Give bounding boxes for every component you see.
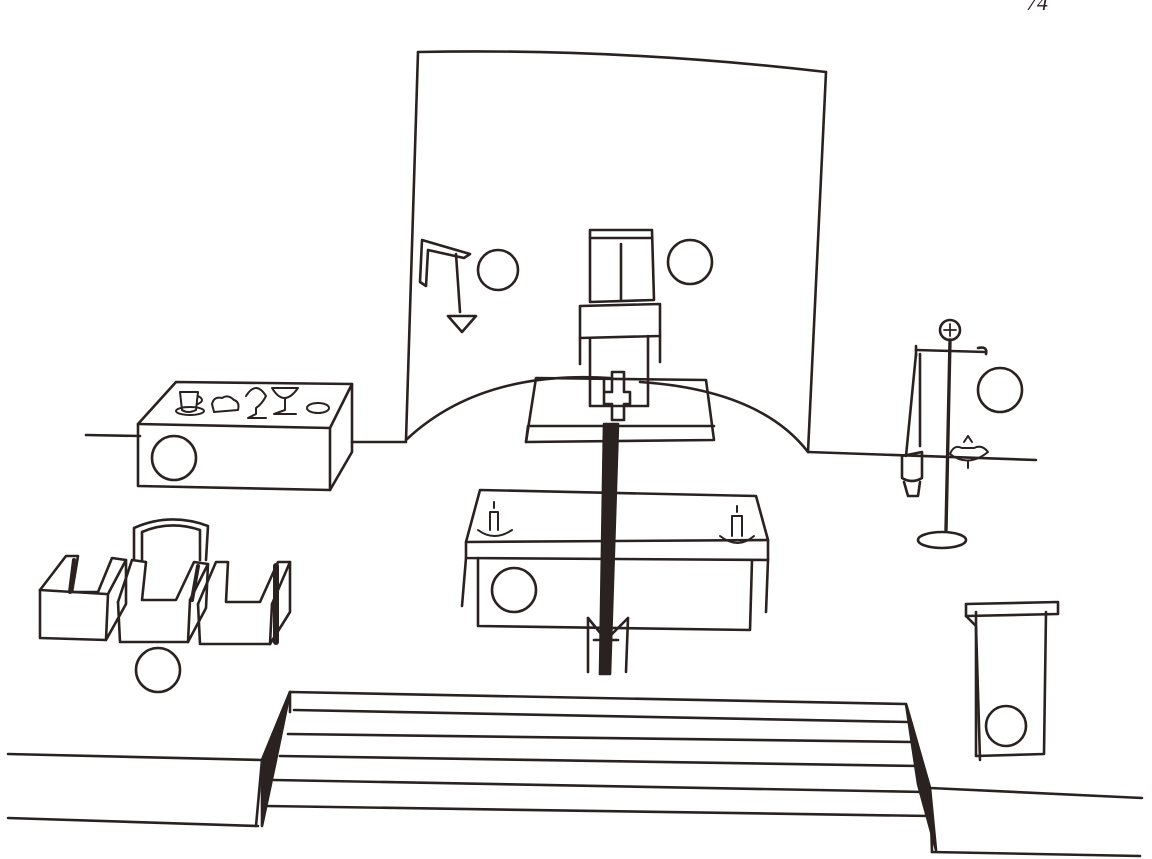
location-marker <box>134 646 182 694</box>
back-wall <box>84 50 1038 462</box>
thurible-stand <box>900 318 1024 550</box>
location-marker <box>476 248 520 292</box>
location-marker <box>976 366 1024 414</box>
altar <box>460 488 770 632</box>
credence-table <box>136 380 354 492</box>
incense-boat <box>949 435 989 469</box>
altar-candles <box>477 501 755 544</box>
location-marker <box>666 238 714 286</box>
wall-lamp <box>418 238 520 334</box>
sedilia <box>38 518 292 694</box>
location-marker <box>150 434 198 482</box>
chair-platform <box>524 376 716 444</box>
location-marker <box>984 704 1028 748</box>
page-number: 74 <box>1026 0 1048 15</box>
ambo <box>964 600 1060 762</box>
location-marker <box>490 566 538 614</box>
vessel-set <box>175 387 330 419</box>
processional-cross <box>586 370 632 676</box>
presider-chair <box>578 228 714 408</box>
sanctuary-steps <box>6 690 1144 858</box>
